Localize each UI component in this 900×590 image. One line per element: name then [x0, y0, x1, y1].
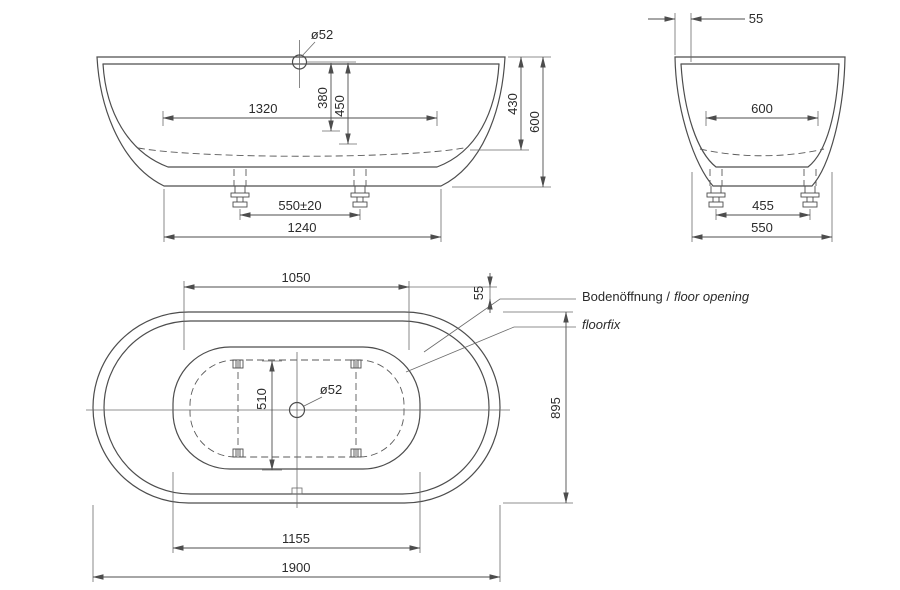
- plan-outer-rim: [92, 311, 501, 504]
- side-dim-600: 600: [751, 101, 773, 116]
- plan-floorfix-hidden-lines: [237, 361, 357, 456]
- side-dim-55: 55: [749, 11, 763, 26]
- side-dim-455: 455: [752, 198, 774, 213]
- side-elevation-view: 55 600 455 550: [648, 11, 846, 242]
- plan-dimension-lines: [92, 273, 569, 580]
- plan-drain-circle: [288, 401, 306, 419]
- front-drain-diameter-label: ø52: [311, 27, 333, 42]
- front-dim-1320: 1320: [249, 101, 278, 116]
- plan-floor-opening-outline: [172, 346, 421, 470]
- plan-dim-895: 895: [548, 397, 563, 419]
- plan-extension-lines: [92, 281, 573, 582]
- plan-drain-diameter-label: ø52: [320, 382, 342, 397]
- front-dim-550-20: 550±20: [278, 198, 321, 213]
- plan-dim-55: 55: [471, 286, 486, 300]
- front-drain-leader-line: [301, 41, 316, 57]
- front-dimension-lines: [162, 56, 546, 240]
- plan-drain-leader-line: [303, 396, 323, 407]
- front-extension-lines: [162, 56, 551, 242]
- plan-view: 1050 55 Bodenöffnung /floor opening floo…: [86, 270, 750, 582]
- side-dimension-lines: [648, 16, 833, 240]
- plan-overflow-mark: [291, 487, 303, 495]
- front-dim-1240: 1240: [288, 220, 317, 235]
- side-inner-wall: [680, 63, 840, 168]
- front-dim-450: 450: [332, 95, 347, 117]
- side-hidden-bottom-line: [699, 148, 825, 157]
- front-drain-circle: [291, 54, 308, 70]
- plan-floor-opening-leader: [423, 298, 576, 353]
- side-dim-550: 550: [751, 220, 773, 235]
- side-tub-outline: [674, 56, 846, 187]
- plan-dim-510: 510: [254, 388, 269, 410]
- front-dim-600: 600: [527, 111, 542, 133]
- plan-dim-1155: 1155: [282, 531, 310, 546]
- plan-dim-1050: 1050: [282, 270, 311, 285]
- floor-opening-label: Bodenöffnung /floor opening: [582, 289, 750, 304]
- plan-floorfix-leader: [405, 326, 576, 373]
- front-dim-380: 380: [315, 87, 330, 109]
- front-inner-wall: [102, 63, 500, 168]
- plan-dim-1900: 1900: [282, 560, 311, 575]
- front-elevation-view: ø52 1320 380 450 430 600 550±20 1240: [96, 27, 551, 242]
- front-tub-outline: [96, 56, 506, 187]
- front-dim-430: 430: [505, 93, 520, 115]
- floorfix-label: floorfix: [582, 317, 621, 332]
